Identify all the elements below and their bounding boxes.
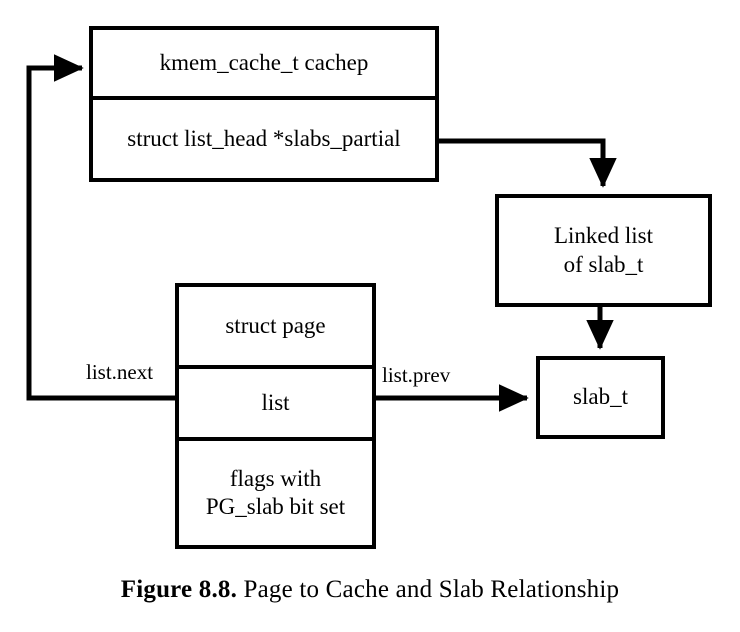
- cell-slab-t-label: slab_t: [573, 384, 628, 410]
- node-linked-list-of-slab-t[interactable]: Linked list of slab_t: [495, 194, 712, 307]
- edge-label-list-next: list.next: [86, 360, 154, 384]
- cell-struct-page-flags: flags with PG_slab bit set: [179, 437, 372, 545]
- figure-caption-text: Page to Cache and Slab Relationship: [237, 576, 620, 603]
- node-struct-page[interactable]: struct page list flags with PG_slab bit …: [175, 283, 376, 549]
- diagram-connectors: [26, 54, 617, 412]
- cell-struct-page-list: list: [179, 365, 372, 437]
- cell-struct-page-title: struct page: [225, 312, 326, 338]
- figure-caption: Figure 8.8. Page to Cache and Slab Relat…: [0, 575, 740, 605]
- node-kmem-cache-t-cachep[interactable]: kmem_cache_t cachep struct list_head *sl…: [89, 26, 439, 182]
- edge-slabs-partial-to-linked-list: [437, 138, 617, 188]
- node-slab-t[interactable]: slab_t: [536, 356, 665, 439]
- cell-cachep-slabs-partial: struct list_head *slabs_partial: [93, 96, 435, 178]
- figure-caption-label: Figure 8.8.: [120, 576, 238, 603]
- edge-list-next-to-cachep: [26, 54, 175, 401]
- cell-cachep-title: kmem_cache_t cachep: [159, 49, 369, 75]
- cell-linked-list-label: Linked list of slab_t: [553, 223, 654, 277]
- edge-label-list-prev: list.prev: [382, 363, 451, 387]
